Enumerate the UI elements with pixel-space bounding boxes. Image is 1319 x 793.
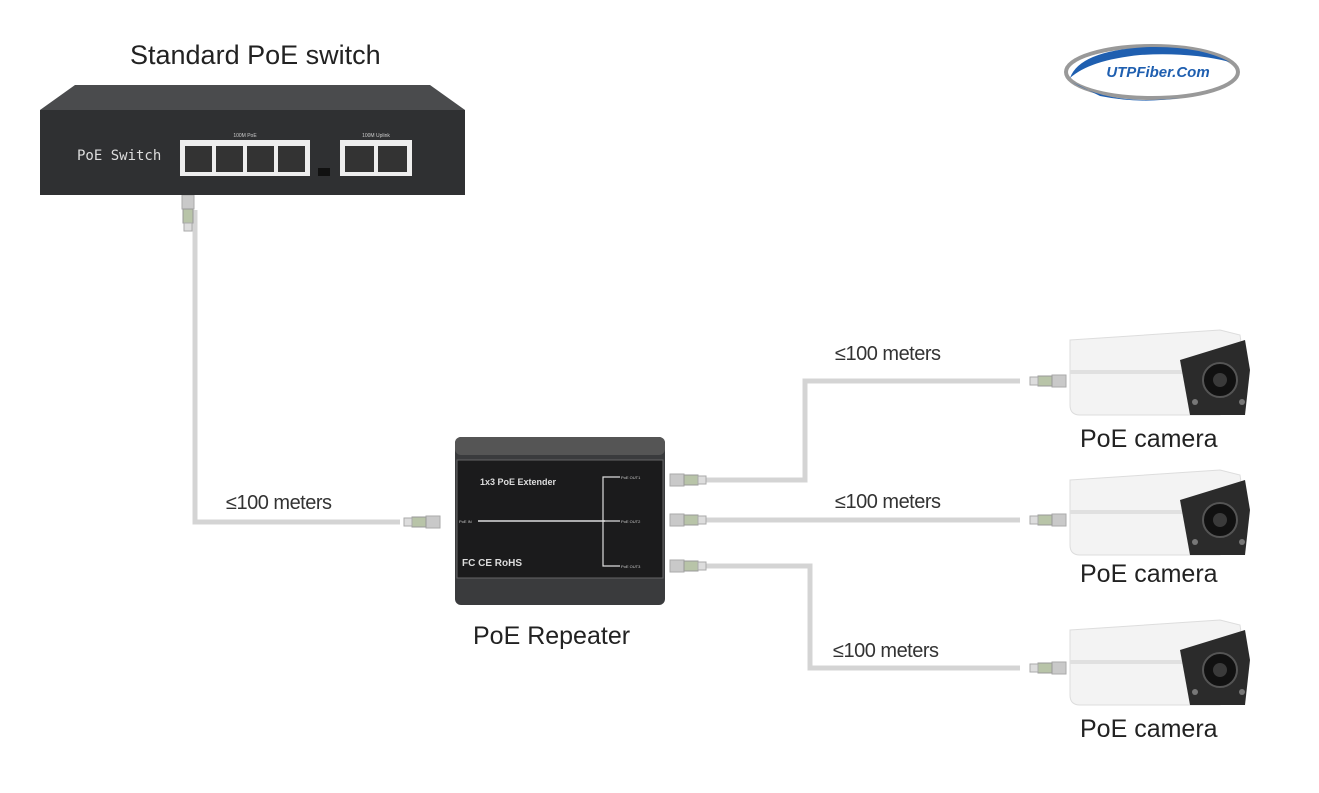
rj45-plug-icon bbox=[1029, 513, 1067, 527]
rj45-plug-icon bbox=[1029, 374, 1067, 388]
poe-switch: PoE Switch 100M PoE 100M Uplink bbox=[40, 85, 465, 195]
cables bbox=[192, 210, 1020, 671]
rj45-plug-icon bbox=[181, 194, 195, 232]
svg-text:PoE OUT3: PoE OUT3 bbox=[621, 564, 641, 569]
distance-label: ≤100 meters bbox=[835, 343, 941, 365]
repeater-label: PoE Repeater bbox=[473, 622, 631, 650]
poe-repeater: 1x3 PoE Extender FC CE RoHS PoE IN PoE O… bbox=[455, 437, 665, 605]
svg-text:PoE IN: PoE IN bbox=[459, 519, 472, 524]
svg-text:100M PoE: 100M PoE bbox=[233, 133, 257, 139]
cable-switch-to-repeater bbox=[192, 210, 400, 525]
camera-label: PoE camera bbox=[1080, 425, 1218, 453]
svg-text:PoE OUT2: PoE OUT2 bbox=[621, 519, 641, 524]
distance-label: ≤100 meters bbox=[226, 492, 332, 514]
svg-text:PoE Switch: PoE Switch bbox=[77, 148, 161, 164]
rj45-plug-icon bbox=[403, 515, 441, 529]
rj45-plug-icon bbox=[669, 513, 707, 527]
svg-text:1x3 PoE Extender: 1x3 PoE Extender bbox=[480, 477, 557, 487]
switch-title: Standard PoE switch bbox=[130, 40, 381, 70]
svg-text:PoE OUT1: PoE OUT1 bbox=[621, 475, 641, 480]
utpfiber-logo: UTPFiber.Com bbox=[1064, 44, 1240, 101]
rj45-plug-icon bbox=[669, 559, 707, 573]
svg-text:UTPFiber.Com: UTPFiber.Com bbox=[1106, 64, 1209, 81]
distance-label: ≤100 meters bbox=[833, 640, 939, 662]
cable-to-camera-3 bbox=[700, 563, 1020, 671]
rj45-plug-icon bbox=[1029, 661, 1067, 675]
camera-label: PoE camera bbox=[1080, 715, 1218, 743]
rj45-plug-icon bbox=[669, 473, 707, 487]
camera-label: PoE camera bbox=[1080, 560, 1218, 588]
ip-camera-icon bbox=[1069, 469, 1251, 556]
distance-label: ≤100 meters bbox=[835, 491, 941, 513]
ip-camera-icon bbox=[1069, 329, 1251, 416]
svg-text:FC CE RoHS: FC CE RoHS bbox=[462, 558, 522, 569]
cable-to-camera-1 bbox=[700, 378, 1020, 483]
ip-camera-icon bbox=[1069, 619, 1251, 706]
svg-text:100M Uplink: 100M Uplink bbox=[362, 133, 390, 139]
